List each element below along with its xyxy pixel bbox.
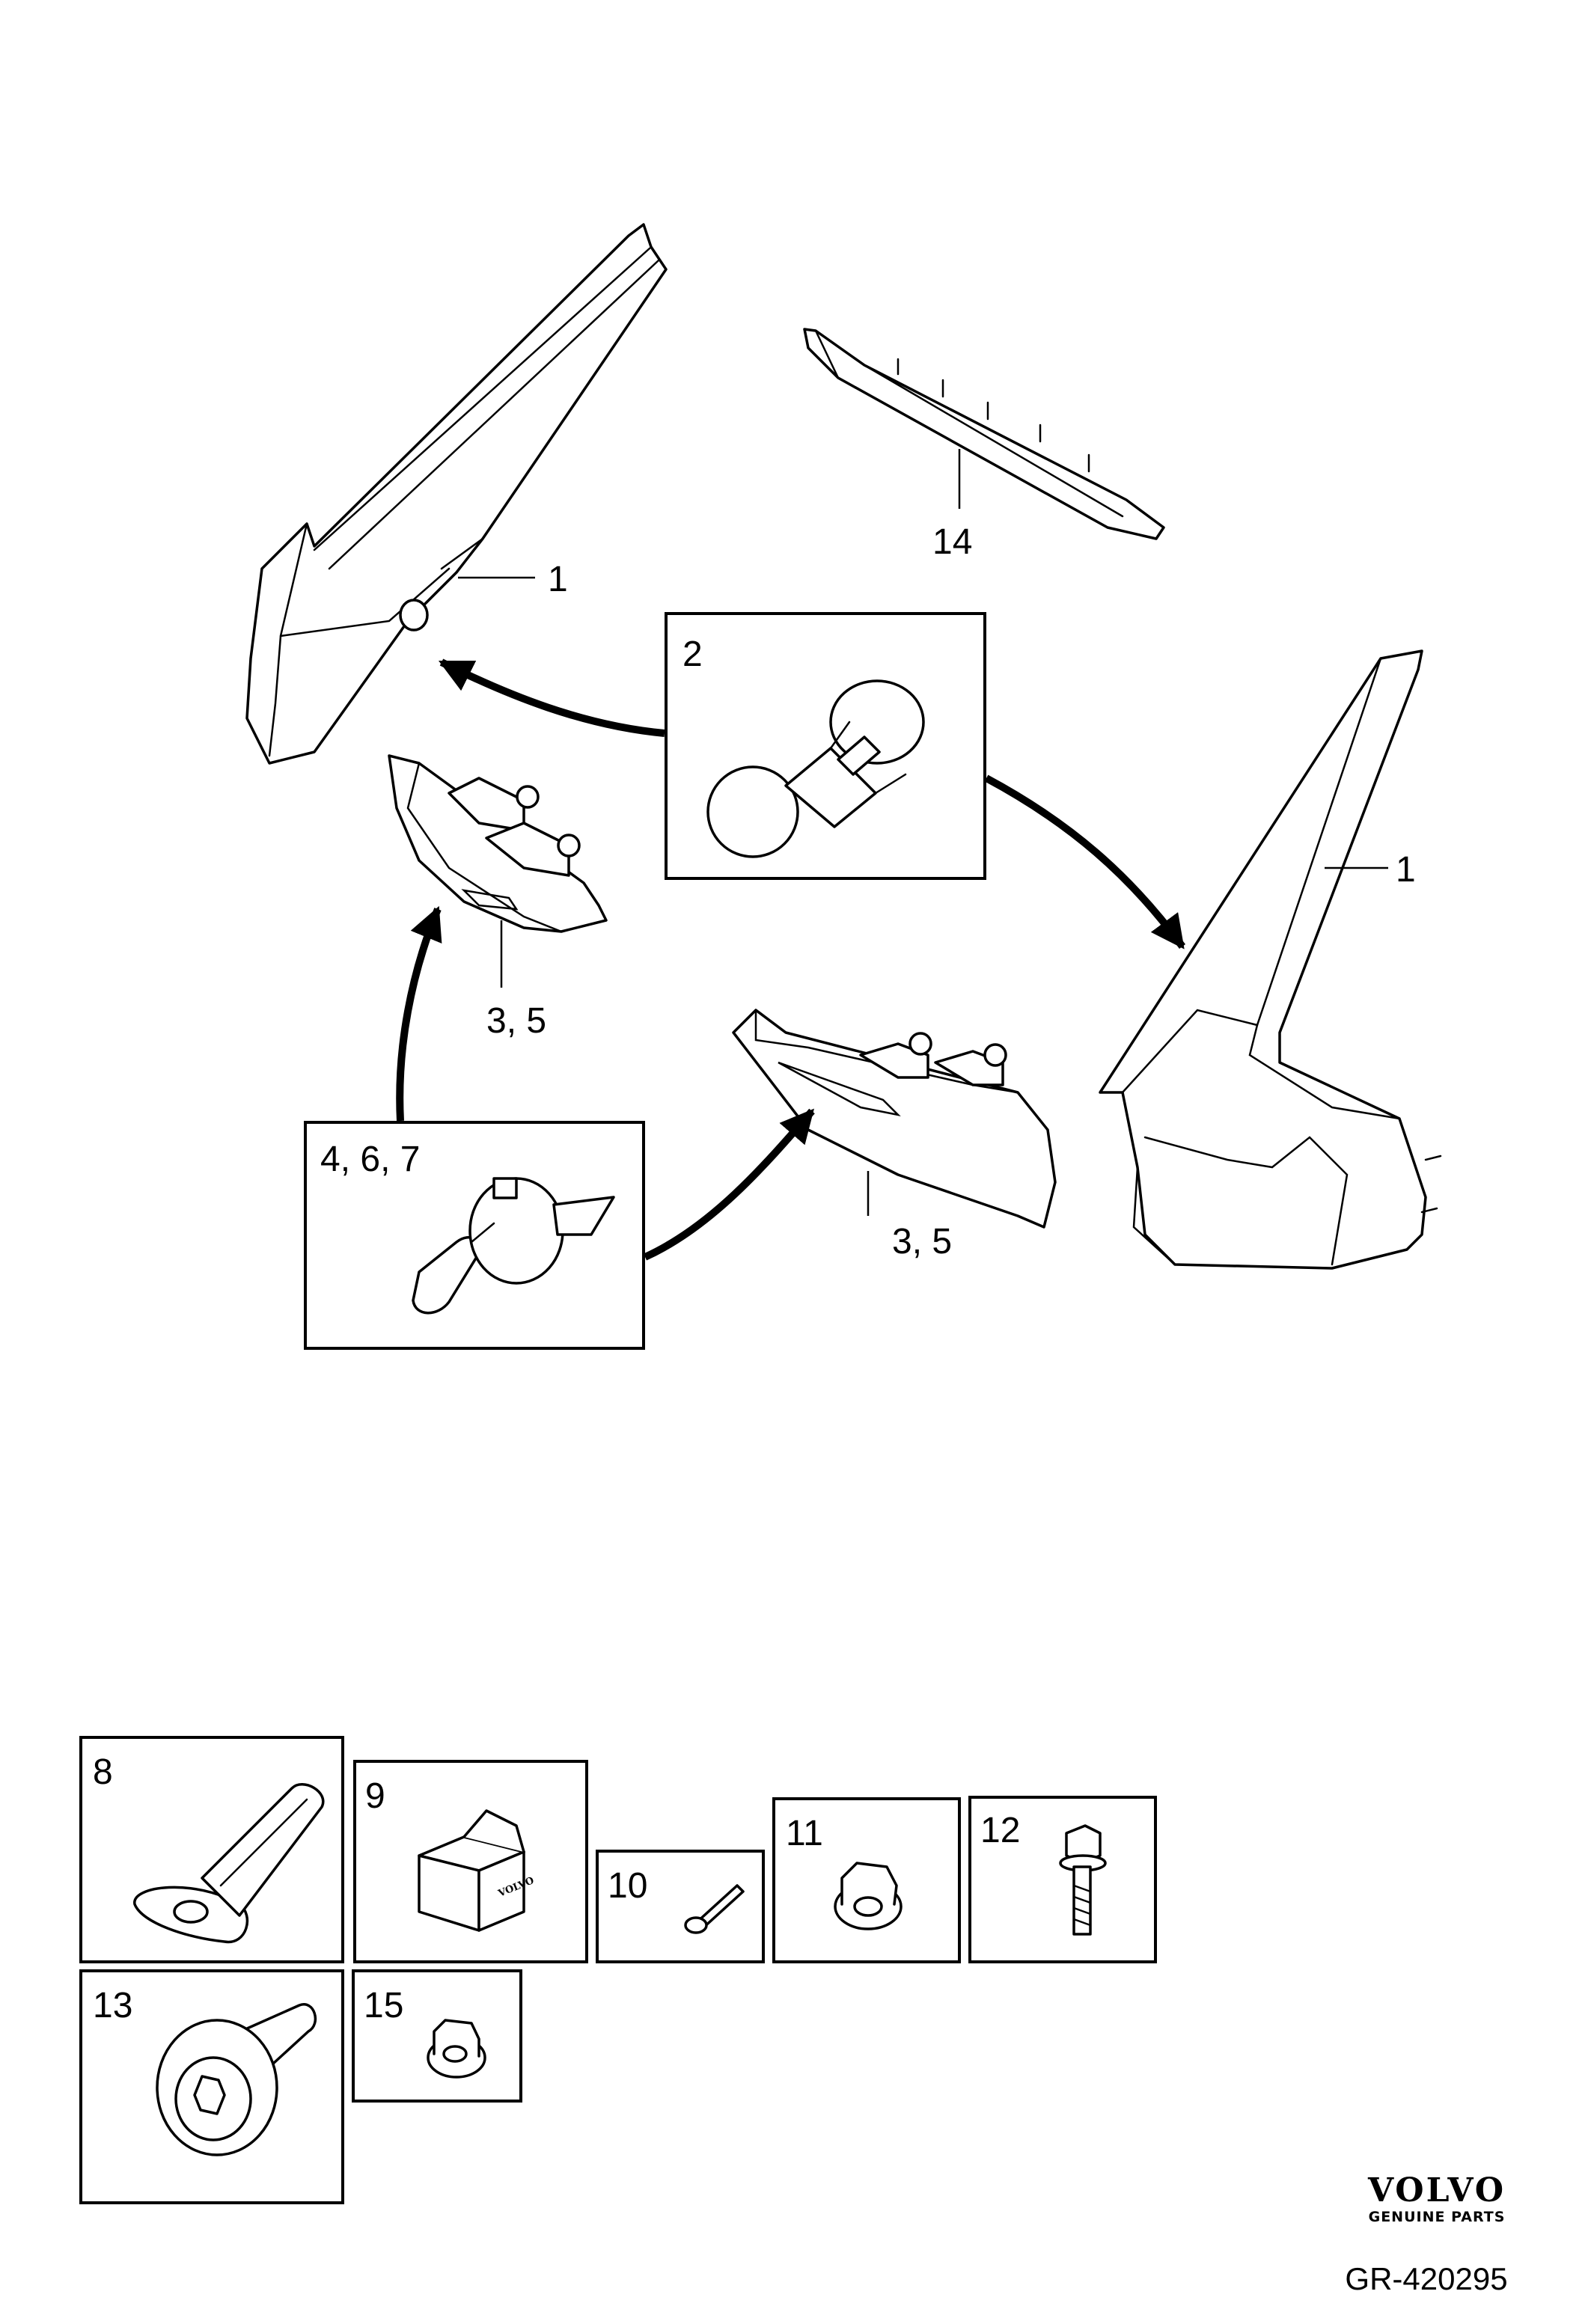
small-nut-icon — [427, 2019, 486, 2079]
bulb-box — [665, 612, 986, 880]
callout-left-tail-lamp: 1 — [548, 560, 568, 599]
left-lamp-housing — [388, 754, 608, 933]
left-tail-lamp — [245, 223, 668, 765]
callout-flange-nut: 11 — [786, 1814, 823, 1853]
arrow-to-right-housing — [643, 1108, 815, 1261]
callout-socket: 4, 6, 7 — [320, 1140, 420, 1179]
bolt-icon — [1059, 1824, 1107, 1936]
bolt-box — [968, 1796, 1157, 1963]
bulb-icon — [706, 679, 925, 858]
kit-package-icon: VOLVO — [418, 1809, 536, 1932]
brand-tagline: GENUINE PARTS — [1368, 2209, 1506, 2225]
callout-right-lamp-housing: 3, 5 — [892, 1222, 952, 1262]
screw-icon — [684, 1884, 745, 1934]
callout-bolt: 12 — [980, 1811, 1020, 1850]
stop-lamp — [803, 328, 1165, 540]
brand-logo: VOLVO — [1367, 2171, 1506, 2210]
right-tail-lamp — [1099, 649, 1442, 1270]
holder-icon — [133, 1783, 325, 1943]
brand-block: VOLVO GENUINE PARTS — [1340, 2174, 1534, 2226]
callout-holder: 8 — [93, 1752, 113, 1792]
callout-stop-lamp: 14 — [932, 522, 972, 562]
callout-bulb: 2 — [682, 634, 703, 674]
callout-left-lamp-housing: 3, 5 — [486, 1001, 546, 1041]
callout-pin-fastener: 13 — [93, 1986, 132, 2025]
right-lamp-housing — [732, 1009, 1057, 1229]
arrow-to-right-lamp — [984, 774, 1186, 950]
callout-screw: 10 — [608, 1866, 647, 1906]
socket-icon — [412, 1177, 615, 1315]
arrow-to-left-lamp — [438, 658, 665, 737]
pin-fastener-icon — [156, 2003, 317, 2156]
callout-kit: 9 — [365, 1776, 385, 1816]
reference-number: GR-420295 — [1345, 2261, 1508, 2296]
callout-small-nut: 15 — [364, 1986, 403, 2025]
screw-box — [596, 1850, 765, 1963]
flange-nut-icon — [834, 1862, 903, 1930]
arrow-to-left-housing — [396, 905, 442, 1122]
callout-right-tail-lamp: 1 — [1396, 850, 1416, 890]
